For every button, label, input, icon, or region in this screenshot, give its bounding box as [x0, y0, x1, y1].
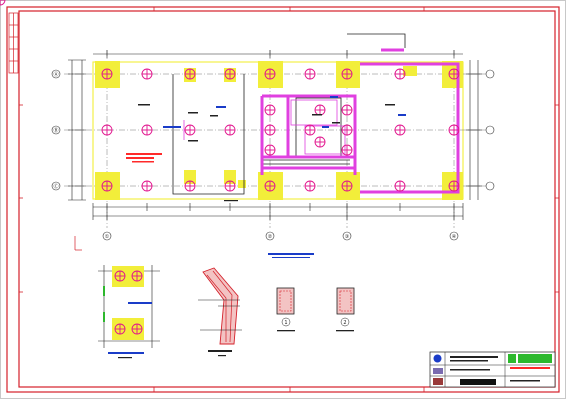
binding-strip	[8, 12, 19, 74]
section-marker-icon	[281, 317, 291, 327]
foundation-plan	[0, 0, 490, 258]
row-bubble-b-left: Ⓑ	[53, 127, 58, 134]
plan-title-mark	[268, 253, 314, 255]
title-block	[429, 351, 556, 388]
interior-walls	[172, 33, 406, 195]
detail-column-sections: 1 2	[276, 287, 355, 332]
plan-blue-marks	[163, 96, 406, 128]
sheet-edge-ticks	[19, 7, 559, 392]
right-dimensions	[466, 60, 482, 200]
column-bubble-1: ①	[105, 234, 110, 240]
bottom-dimensions	[92, 203, 464, 220]
north-arrow-icon	[74, 236, 82, 251]
logo-icon	[433, 354, 442, 363]
section-marker-icon	[340, 317, 350, 327]
thin-magenta-walls	[183, 99, 346, 155]
row-bubble-c-left: Ⓒ	[53, 183, 58, 190]
detail-inclined-section	[198, 267, 242, 357]
left-dimensions	[68, 59, 86, 201]
top-dimensions	[93, 50, 463, 58]
plan-annotation-marks	[138, 104, 395, 202]
pile-caps	[95, 61, 463, 200]
row-bubble-a-left: Ⓐ	[53, 71, 58, 78]
column-bubble-2: ②	[268, 234, 273, 240]
plan-title-underline	[272, 257, 310, 258]
section-mark-1: 1	[284, 320, 287, 326]
column-bubble-3: ③	[345, 234, 349, 240]
section-mark-2: 2	[343, 320, 346, 326]
column-bubble-4: ④	[452, 234, 457, 240]
plan-red-note	[126, 153, 162, 163]
thick-walls	[260, 48, 460, 194]
detail-pile-cap	[98, 265, 160, 359]
axis-bubbles: Ⓐ Ⓑ Ⓒ ① ② ③ ④	[51, 69, 495, 241]
